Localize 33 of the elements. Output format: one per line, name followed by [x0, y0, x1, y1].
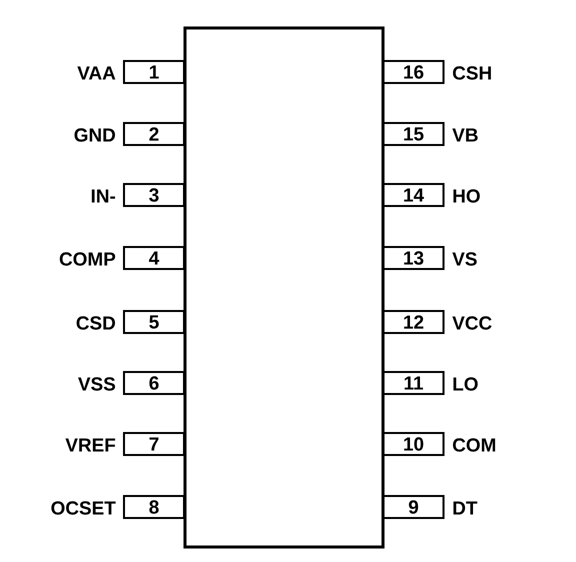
pin-label: VB — [452, 128, 478, 142]
pin-box: 6 — [123, 371, 185, 395]
pin-box: 14 — [382, 183, 444, 207]
pin-box: 10 — [382, 432, 444, 456]
pin-box: 7 — [123, 432, 185, 456]
pin-box: 13 — [382, 246, 444, 270]
pin-box: 5 — [123, 310, 185, 334]
pin-label: VS — [452, 252, 477, 266]
pin-label: VREF — [65, 438, 116, 452]
pin-label: COMP — [60, 252, 116, 266]
pin-label: GND — [74, 128, 115, 142]
pin-label: CSH — [452, 66, 491, 80]
pin-label: IN- — [92, 190, 116, 202]
pin-label: DT — [453, 501, 478, 514]
pin-label: COM — [452, 438, 496, 452]
pin-box: 3 — [123, 183, 185, 207]
pin-label: VCC — [452, 316, 492, 330]
pin-label: CSD — [76, 316, 115, 330]
pin-box: 4 — [123, 246, 185, 270]
pin-box: 11 — [382, 371, 444, 395]
chip-body — [184, 26, 384, 548]
pin-box: 16 — [382, 60, 444, 84]
pin-box: 1 — [123, 60, 185, 84]
pin-box: 15 — [382, 122, 444, 146]
pin-box: 8 — [123, 495, 185, 519]
pin-label: OCSET — [51, 501, 116, 515]
pin-label: HO — [453, 189, 480, 203]
pin-box: 2 — [123, 122, 185, 146]
pin-box: 12 — [382, 310, 444, 334]
pin-label: VSS — [78, 377, 116, 391]
pin-label: VAA — [77, 66, 116, 80]
pin-box: 9 — [382, 495, 444, 519]
pin-label: LO — [453, 377, 478, 391]
